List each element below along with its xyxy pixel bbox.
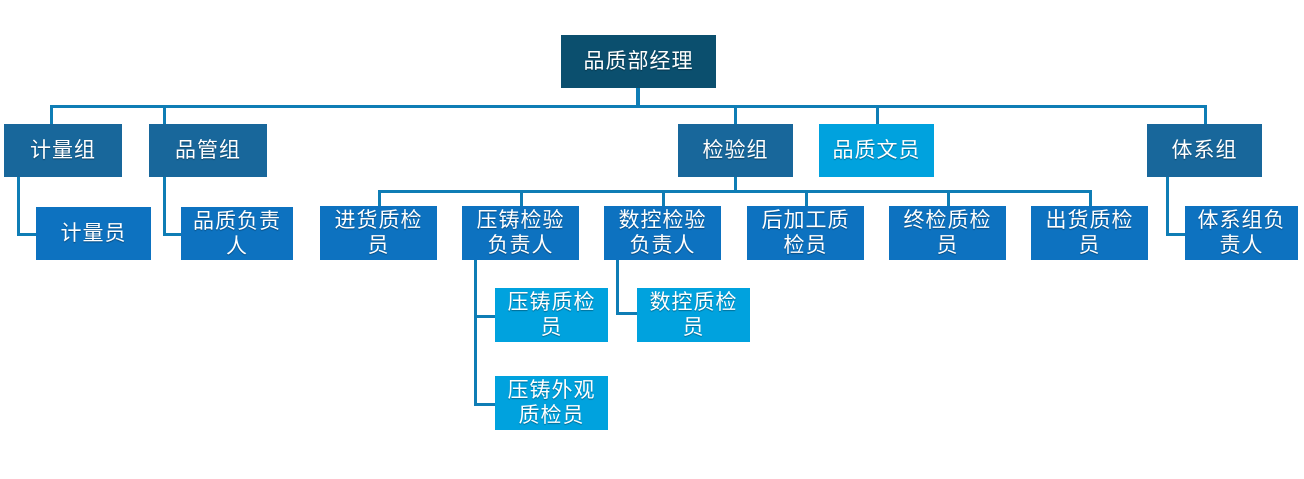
node-staff-cnc-inspection-lead[interactable]: 数控检验负责人 xyxy=(604,206,721,260)
node-dept-metrology-group[interactable]: 计量组 xyxy=(4,124,122,177)
connector-yzjyfzr-arm-1 xyxy=(474,315,496,318)
node-staff-diecast-inspection-lead[interactable]: 压铸检验负责人 xyxy=(462,206,579,260)
node-sub-diecast-inspector[interactable]: 压铸质检员 xyxy=(495,288,608,342)
connector-yzjyfzr-arm-2 xyxy=(474,403,496,406)
node-staff-final-inspector[interactable]: 终检质检员 xyxy=(889,206,1006,260)
connector-drop-txz xyxy=(1204,105,1207,126)
node-dept-quality-control-group[interactable]: 品管组 xyxy=(149,124,267,177)
node-staff-metrology-officer[interactable]: 计量员 xyxy=(36,207,151,260)
connector-drop-skjyfzr xyxy=(662,190,665,206)
node-staff-quality-lead[interactable]: 品质负责人 xyxy=(181,207,293,260)
connector-pgz-arm xyxy=(163,233,185,236)
connector-jlz-arm xyxy=(17,233,39,236)
connector-root-down xyxy=(636,88,640,108)
node-staff-outgoing-inspector[interactable]: 出货质检员 xyxy=(1031,206,1148,260)
connector-yzjyfzr-stem xyxy=(474,259,477,406)
connector-txz-stem xyxy=(1166,176,1169,236)
node-quality-clerk[interactable]: 品质文员 xyxy=(819,124,934,177)
connector-skjyfzr-stem xyxy=(616,259,619,315)
connector-skjyfzr-arm xyxy=(616,312,638,315)
connector-level2-bus xyxy=(50,105,1207,108)
node-root-quality-manager[interactable]: 品质部经理 xyxy=(561,35,716,88)
connector-drop-zjzjy xyxy=(947,190,950,206)
node-dept-inspection-group[interactable]: 检验组 xyxy=(678,124,793,177)
node-dept-system-group[interactable]: 体系组 xyxy=(1147,124,1262,177)
connector-drop-pzwy xyxy=(876,105,879,126)
connector-jyz-down xyxy=(734,176,737,192)
connector-drop-pgz xyxy=(163,105,166,126)
node-staff-post-processing-inspector[interactable]: 后加工质检员 xyxy=(747,206,864,260)
connector-drop-hjgzjy xyxy=(805,190,808,206)
connector-pgz-stem xyxy=(163,176,166,236)
node-staff-system-group-lead[interactable]: 体系组负责人 xyxy=(1185,206,1298,260)
node-staff-incoming-inspector[interactable]: 进货质检员 xyxy=(320,206,437,260)
connector-jlz-stem xyxy=(17,176,20,236)
connector-inspection-bus xyxy=(378,190,1092,193)
connector-drop-jlz xyxy=(50,105,53,126)
node-sub-cnc-inspector[interactable]: 数控质检员 xyxy=(637,288,750,342)
node-sub-diecast-appearance-inspector[interactable]: 压铸外观质检员 xyxy=(495,376,608,430)
connector-drop-yzjyfzr xyxy=(520,190,523,206)
connector-drop-chzjy xyxy=(1089,190,1092,206)
connector-txz-arm xyxy=(1166,233,1188,236)
connector-drop-jyz xyxy=(734,105,737,126)
connector-drop-jhzjy xyxy=(378,190,381,206)
